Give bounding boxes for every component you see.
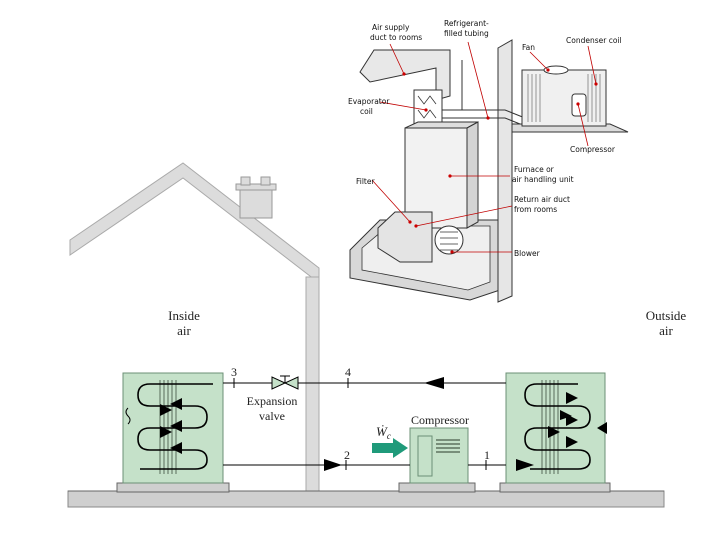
compressor-vents (436, 439, 460, 453)
inset-label-air-supply-2: duct to rooms (370, 33, 422, 42)
inset-label-evaporator-1: Evaporator (348, 97, 390, 106)
state-point-3: 3 (231, 365, 237, 379)
evaporator-fan-mark (125, 407, 131, 425)
inset-label-blower: Blower (514, 249, 541, 258)
expansion-valve-label-1: Expansion (247, 394, 298, 408)
inset-wall (497, 39, 513, 303)
inset-label-fan: Fan (522, 43, 535, 52)
outside-air-label-1: Outside (646, 308, 687, 323)
inset-label-refrigerant-2: filled tubing (444, 29, 489, 38)
compressor-panel (417, 435, 433, 477)
inset-label-return-1: Return air duct (514, 195, 570, 204)
evaporator-base (116, 482, 230, 493)
evaporator-air-arrows (160, 398, 182, 454)
refrigerant-lines (223, 382, 506, 466)
compressor-base (398, 482, 476, 493)
state-point-2: 2 (344, 448, 350, 462)
inset-pointer-dots (402, 68, 598, 254)
compressor-box (409, 427, 469, 484)
inset-fan (543, 65, 569, 75)
condenser-unit (499, 372, 611, 493)
condenser-air-arrows (548, 392, 607, 448)
evaporator-unit (116, 372, 230, 493)
inset-label-return-2: from rooms (514, 205, 557, 214)
house (69, 162, 320, 493)
inside-air-label-2: air (177, 323, 191, 338)
inset-condenser (521, 69, 607, 127)
inset-label-filter: Filter (356, 177, 375, 186)
inset-label-air-supply-1: Air supply (372, 23, 410, 32)
inset-label-condenser: Condenser coil (566, 36, 622, 45)
house-wall (305, 276, 320, 493)
evaporator-tube (137, 383, 213, 470)
inset-label-furnace-1: Furnace or (514, 165, 555, 174)
chimney (235, 176, 277, 219)
state-point-4: 4 (345, 365, 351, 379)
work-symbol: Ẇ (376, 424, 388, 439)
ground (67, 490, 665, 508)
work-input-symbol: Ẇc (376, 424, 391, 441)
state-point-1: 1 (484, 448, 490, 462)
compressor-unit: Compressor Ẇc (372, 413, 476, 493)
inset-illustration: Air supply duct to rooms Refrigerant- fi… (343, 14, 632, 304)
inset-leaders (371, 41, 597, 253)
condenser-tube (524, 383, 591, 470)
house-roof (69, 162, 320, 285)
inset-label-evaporator-2: coil (360, 107, 373, 116)
inset-label-refrigerant-1: Refrigerant- (444, 19, 489, 28)
inset-refrigerant-tubing (442, 60, 526, 127)
expansion-valve-label-2: valve (259, 409, 285, 423)
inset-supply-duct (359, 49, 451, 101)
flow-arrows (324, 377, 534, 471)
inset-label-furnace-2: air handling unit (512, 175, 574, 184)
outside-air-label-2: air (659, 323, 673, 338)
inset-furnace (404, 127, 468, 229)
work-input-arrow (372, 438, 408, 458)
inset-label-compressor: Compressor (570, 145, 616, 154)
state-point-ticks (233, 378, 487, 470)
condenser-base (499, 482, 611, 493)
inset-return-duct (377, 211, 433, 263)
work-subscript: c (387, 431, 391, 441)
inside-air-label-1: Inside (168, 308, 200, 323)
inset-blower (434, 225, 464, 255)
compressor-label: Compressor (411, 413, 469, 427)
expansion-valve (271, 375, 299, 390)
